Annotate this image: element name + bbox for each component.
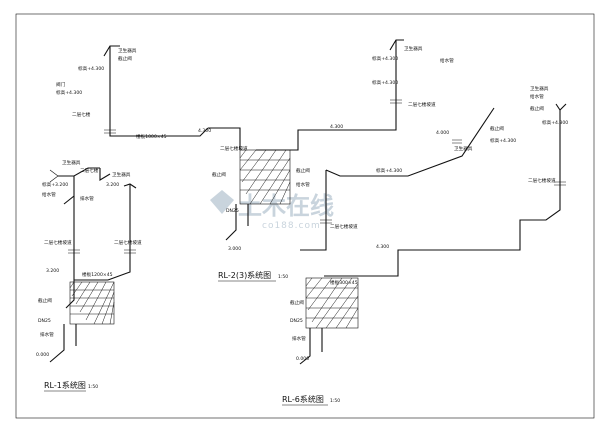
svg-text:排水管: 排水管 <box>292 335 306 342</box>
rl1-dn: DN25 <box>38 318 51 324</box>
watermark-url: co188.com <box>262 221 321 231</box>
svg-text:标高+3.200: 标高+3.200 <box>42 181 68 188</box>
rl6-level: 4.300 <box>376 244 389 250</box>
svg-text:阀门: 阀门 <box>56 81 66 88</box>
rl2-title: RL-2(3)系统图 <box>218 270 271 280</box>
rl6-title: RL-6系统图 <box>282 394 324 404</box>
sheet-frame <box>15 13 595 419</box>
rl2-dn: DN25 <box>226 208 239 214</box>
svg-text:0.000: 0.000 <box>36 352 49 358</box>
rl2-floor-label: 二层七楼坡道 <box>408 101 436 108</box>
rl1-main-label: 楼板1200×45 <box>82 271 113 278</box>
watermark-text: 土木在线 <box>238 192 334 220</box>
rl6-floor-label: 二层七楼坡道 <box>528 177 556 184</box>
rl1-level: 3.200 <box>46 268 59 274</box>
svg-text:给水管: 给水管 <box>296 181 310 188</box>
svg-text:截止阀: 截止阀 <box>118 55 132 62</box>
svg-text:标高+4.300: 标高+4.300 <box>56 89 82 96</box>
svg-text:0.000: 0.000 <box>296 356 309 362</box>
svg-text:卫生器具: 卫生器具 <box>530 85 549 92</box>
rl2-level: 4.300 <box>198 128 211 134</box>
svg-text:标高+4.300: 标高+4.300 <box>78 65 104 72</box>
svg-text:标高+4.300: 标高+4.300 <box>372 55 398 62</box>
svg-text:二层七楼: 二层七楼 <box>80 167 99 174</box>
svg-text:卫生器具: 卫生器具 <box>454 145 473 152</box>
rl6-dn: DN25 <box>290 318 303 324</box>
rl1-title: RL-1系统图 <box>44 380 86 390</box>
rl6-floor-label-2: 二层七楼坡道 <box>330 223 358 230</box>
svg-text:截止阀: 截止阀 <box>290 299 304 306</box>
rl2-diagram: 卫生器具 截止阀 标高+4.300 阀门 标高+4.300 二层七楼 楼板100… <box>56 39 454 282</box>
svg-text:标高+4.300: 标高+4.300 <box>542 119 568 126</box>
rl6-scale: 1:50 <box>330 398 340 404</box>
svg-text:卫生器具: 卫生器具 <box>404 45 423 52</box>
svg-text:截止阀: 截止阀 <box>38 297 52 304</box>
watermark: 土木在线 co188.com <box>210 190 334 231</box>
svg-text:截止阀: 截止阀 <box>296 167 310 174</box>
rl2-level-3: 3.000 <box>228 246 241 252</box>
svg-text:排水管: 排水管 <box>80 195 94 202</box>
svg-text:截止阀: 截止阀 <box>490 125 504 132</box>
rl2-main-label: 楼板1000×45 <box>136 133 167 140</box>
rl6-level-2: 4.000 <box>436 130 449 136</box>
svg-text:标高+4.300: 标高+4.300 <box>490 137 516 144</box>
rl6-diagram: 卫生器具 给水管 截止阀 标高+4.300 截止阀 标高+4.300 卫生器具 … <box>282 85 568 406</box>
svg-text:给水管: 给水管 <box>530 93 544 100</box>
svg-text:给水管: 给水管 <box>440 57 454 64</box>
svg-text:截止阀: 截止阀 <box>530 105 544 112</box>
svg-text:卫生器具: 卫生器具 <box>118 47 137 54</box>
svg-text:标高+4.300: 标高+4.300 <box>372 79 398 86</box>
svg-text:3.200: 3.200 <box>106 182 119 188</box>
rl2-scale: 1:50 <box>278 274 288 280</box>
rl2-level-2: 4.300 <box>330 124 343 130</box>
rl1-floor-label: 二层七楼坡道 <box>44 239 72 246</box>
svg-text:标高+4.300: 标高+4.300 <box>376 167 402 174</box>
svg-text:卫生器具: 卫生器具 <box>112 171 131 178</box>
rl1-diagram: 卫生器具 二层七楼 标高+3.200 给水管 排水管 3.200 卫生器具 二层… <box>36 159 142 392</box>
svg-text:截止阀: 截止阀 <box>212 171 226 178</box>
rl1-floor-label-2: 二层七楼坡道 <box>114 239 142 246</box>
svg-text:二层七楼: 二层七楼 <box>72 111 91 118</box>
rl6-main-label: 楼板300×45 <box>330 279 358 286</box>
svg-text:排水管: 排水管 <box>40 331 54 338</box>
rl1-scale: 1:50 <box>88 384 98 390</box>
rl2-floor-label-2: 二层七楼坡道 <box>220 145 248 152</box>
svg-text:卫生器具: 卫生器具 <box>62 159 81 166</box>
svg-text:给水管: 给水管 <box>42 191 56 198</box>
